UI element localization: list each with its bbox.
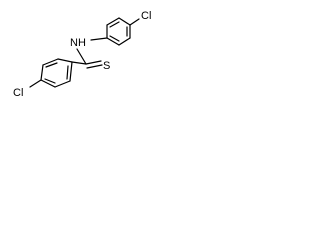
bond: [76, 48, 87, 65]
chlorine-label-bottom: Cl: [13, 87, 23, 99]
bond: [57, 58, 73, 63]
bond: [118, 37, 131, 46]
bond: [54, 80, 71, 88]
double-bond: [109, 35, 120, 42]
bond: [42, 58, 59, 66]
lower-benzene-ring: [40, 58, 73, 88]
bond: [90, 37, 108, 41]
bond: [71, 61, 87, 65]
bond: [106, 37, 120, 46]
upper-benzene-ring: [106, 17, 131, 46]
chemical-structure: Cl NH S Cl: [13, 10, 151, 99]
bond: [106, 17, 120, 26]
bond: [40, 79, 56, 88]
double-bond: [45, 62, 58, 68]
thiocarbonyl-double-bond: [85, 60, 102, 65]
nh-label: NH: [70, 37, 86, 49]
double-bond: [44, 78, 56, 84]
bond: [129, 18, 140, 26]
double-bond: [66, 65, 69, 80]
bond: [69, 61, 73, 82]
double-bond: [109, 21, 120, 28]
bond: [118, 17, 131, 26]
sulfur-label: S: [103, 60, 110, 72]
bond: [29, 79, 42, 88]
chlorine-label-top: Cl: [141, 10, 151, 22]
thiocarbonyl-double-bond: [86, 64, 103, 69]
bond: [40, 64, 44, 81]
